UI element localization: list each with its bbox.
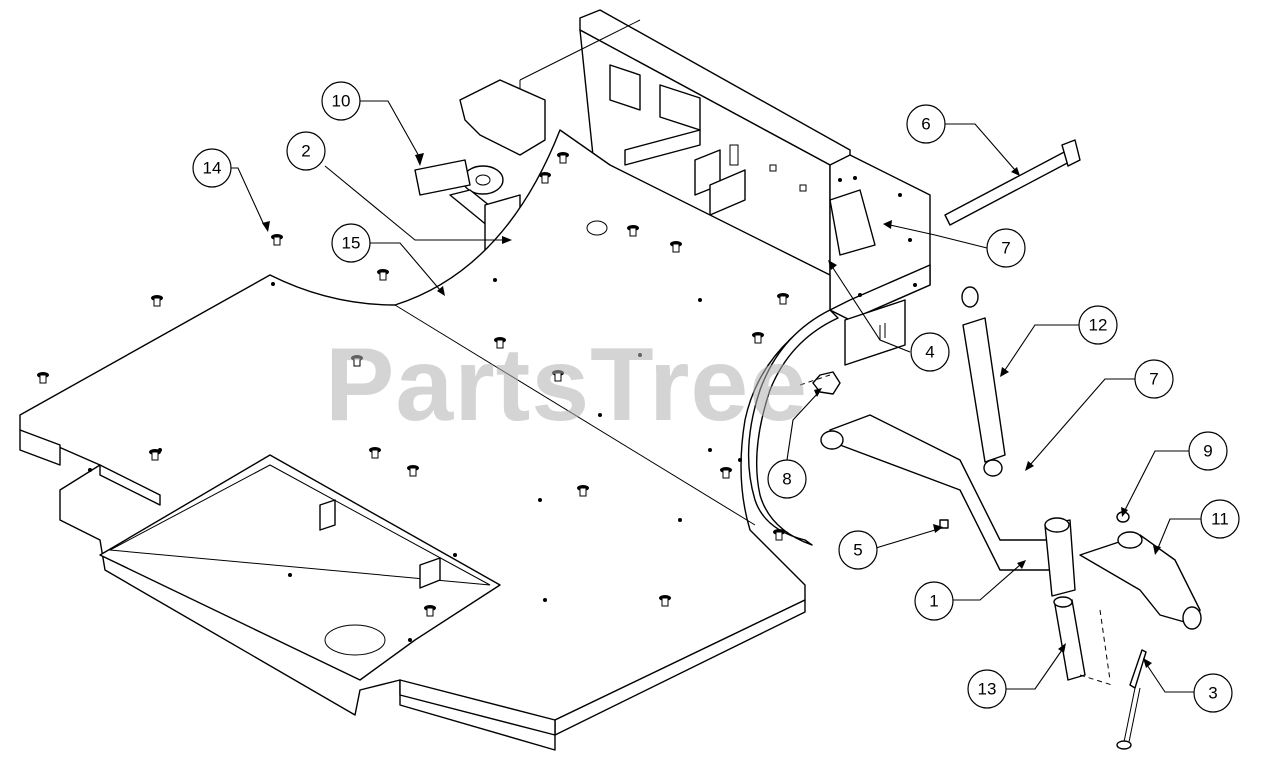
floor-pan xyxy=(19,129,839,751)
svg-text:7: 7 xyxy=(1149,370,1158,389)
callout-14: 14 xyxy=(192,148,232,188)
callout-15: 15 xyxy=(331,223,371,263)
callout-7-upper: 7 xyxy=(986,228,1026,268)
watermark-text: PartsTree xyxy=(325,327,808,443)
svg-text:13: 13 xyxy=(978,680,997,699)
callout-12: 12 xyxy=(1078,305,1118,345)
svg-text:14: 14 xyxy=(203,159,222,178)
svg-text:5: 5 xyxy=(853,541,862,560)
svg-text:11: 11 xyxy=(1211,510,1229,529)
carriage-bolts xyxy=(37,152,789,617)
callout-1: 1 xyxy=(914,581,954,621)
callout-5: 5 xyxy=(838,530,878,570)
svg-text:8: 8 xyxy=(782,470,791,489)
callout-3: 3 xyxy=(1193,673,1233,713)
frame-assembly xyxy=(519,9,931,366)
callout-7-lower: 7 xyxy=(1134,359,1174,399)
svg-text:2: 2 xyxy=(301,142,310,161)
front-axle-assembly xyxy=(799,286,1202,750)
callout-9: 9 xyxy=(1188,431,1228,471)
svg-text:7: 7 xyxy=(1001,239,1010,258)
svg-text:6: 6 xyxy=(921,115,930,134)
long-bolt xyxy=(944,139,1081,226)
callout-8: 8 xyxy=(767,459,807,499)
callout-13: 13 xyxy=(967,669,1007,709)
callout-11: 11 xyxy=(1200,499,1240,539)
callout-4: 4 xyxy=(910,332,950,372)
svg-text:1: 1 xyxy=(929,592,938,611)
callout-2: 2 xyxy=(286,131,326,171)
svg-text:12: 12 xyxy=(1089,316,1108,335)
svg-text:3: 3 xyxy=(1208,684,1217,703)
callout-6: 6 xyxy=(906,104,946,144)
svg-text:4: 4 xyxy=(925,343,934,362)
callout-10: 10 xyxy=(321,81,361,121)
svg-text:9: 9 xyxy=(1203,442,1212,461)
svg-text:10: 10 xyxy=(332,92,351,111)
svg-text:15: 15 xyxy=(342,234,361,253)
